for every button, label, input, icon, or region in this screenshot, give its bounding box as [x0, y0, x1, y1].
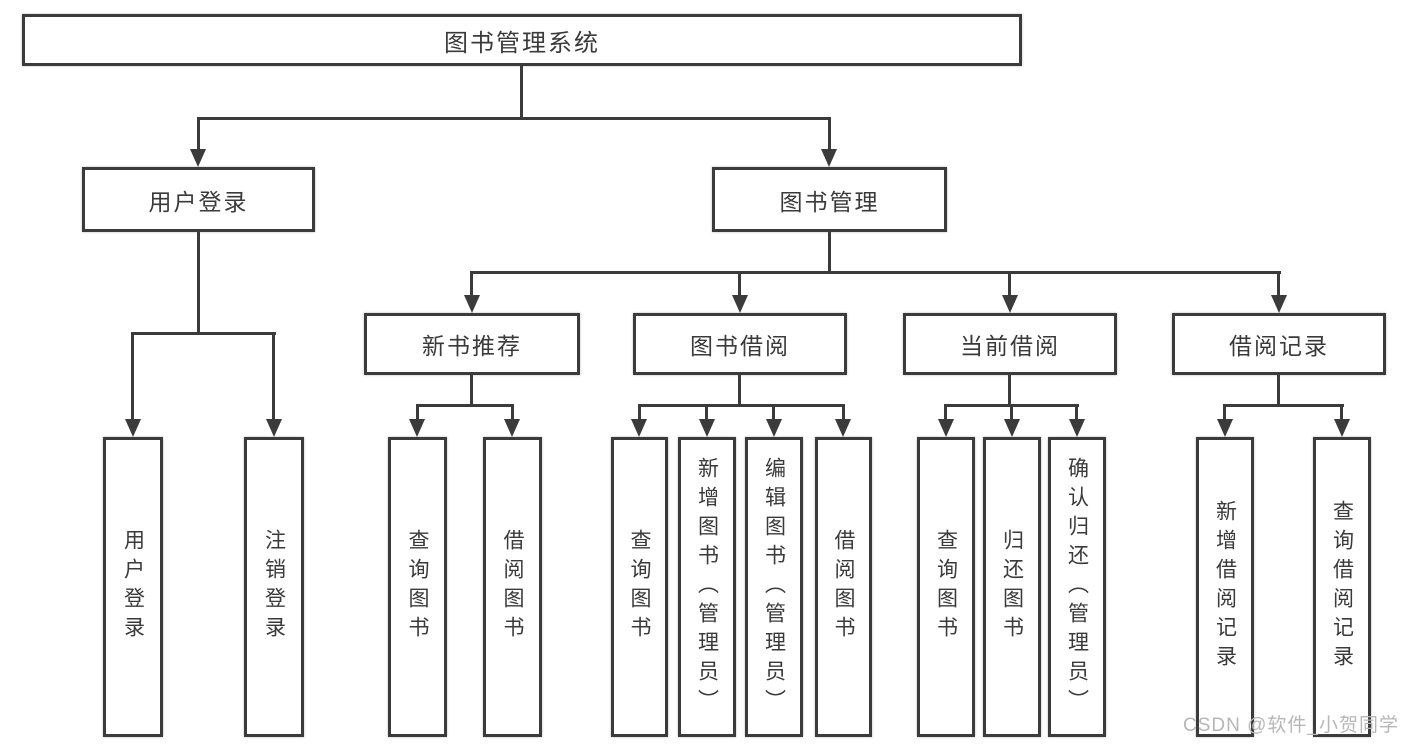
- node-label: 借阅记录: [1229, 333, 1329, 359]
- arrowhead-down-icon: [821, 149, 837, 167]
- arrowhead-down-icon: [835, 419, 851, 437]
- node-label: 当前借阅: [960, 333, 1060, 359]
- connector: [416, 404, 514, 407]
- node-label: 用户登录: [148, 188, 249, 215]
- connector: [520, 66, 523, 119]
- connector: [470, 271, 1281, 274]
- connector: [638, 404, 641, 422]
- connector: [1340, 404, 1343, 422]
- node-book-management: 图书管理: [712, 167, 947, 232]
- arrowhead-down-icon: [464, 295, 480, 313]
- connector: [511, 404, 514, 422]
- node-label: 借阅图书: [501, 529, 524, 645]
- node-user-login: 用户登录: [82, 167, 315, 232]
- connector: [1008, 375, 1011, 407]
- connector: [272, 332, 275, 422]
- node-label: 图书管理系统: [444, 29, 600, 57]
- arrowhead-down-icon: [1004, 419, 1020, 437]
- arrowhead-down-icon: [1069, 419, 1085, 437]
- node-new-book-recommendation: 新书推荐: [364, 313, 580, 375]
- leaf-user-login: 用户登录: [103, 437, 163, 737]
- leaf-confirm-return-admin: 确认归还（管理员）: [1048, 437, 1106, 737]
- connector: [738, 375, 741, 407]
- connector: [944, 404, 947, 422]
- node-label: 新书推荐: [422, 333, 522, 359]
- connector: [416, 404, 419, 422]
- connector: [197, 117, 200, 153]
- connector: [1008, 271, 1011, 298]
- arrowhead-down-icon: [190, 149, 206, 167]
- connector: [1223, 404, 1226, 422]
- node-label: 图书借阅: [690, 333, 790, 359]
- connector: [197, 117, 831, 120]
- connector: [131, 332, 276, 335]
- node-label: 编辑图书（管理员）: [762, 456, 786, 718]
- leaf-borrow-books: 借阅图书: [815, 437, 872, 737]
- node-label: 确认归还（管理员）: [1065, 456, 1089, 718]
- node-book-borrowing: 图书借阅: [633, 313, 847, 375]
- leaf-query-borrow-record: 查询借阅记录: [1313, 437, 1371, 737]
- node-label: 归还图书: [1000, 529, 1024, 645]
- node-label: 查询借阅记录: [1330, 500, 1354, 674]
- node-label: 用户登录: [121, 529, 145, 645]
- arrowhead-down-icon: [1002, 295, 1018, 313]
- connector: [828, 117, 831, 153]
- arrowhead-down-icon: [1217, 419, 1233, 437]
- connector: [705, 404, 708, 422]
- node-label: 查询图书: [934, 529, 958, 645]
- arrowhead-down-icon: [266, 419, 282, 437]
- connector: [1277, 375, 1280, 407]
- node-library-management-system: 图书管理系统: [22, 14, 1022, 66]
- connector: [1075, 404, 1078, 422]
- csdn-watermark: CSDN @软件_小贺同学: [1183, 715, 1399, 736]
- leaf-return-books: 归还图书: [983, 437, 1041, 737]
- arrowhead-down-icon: [766, 419, 782, 437]
- leaf-edit-books-admin: 编辑图书（管理员）: [745, 437, 803, 737]
- node-label: 查询图书: [628, 529, 651, 645]
- arrowhead-down-icon: [125, 419, 141, 437]
- node-label: 注销登录: [262, 529, 286, 645]
- connector: [1277, 271, 1280, 298]
- leaf-logout: 注销登录: [244, 437, 304, 737]
- arrowhead-down-icon: [699, 419, 715, 437]
- node-label: 查询图书: [406, 529, 429, 645]
- connector: [197, 232, 200, 335]
- leaf-borrow-books: 借阅图书: [483, 437, 542, 737]
- node-label: 借阅图书: [832, 529, 855, 645]
- node-label: 新增借阅记录: [1213, 500, 1237, 674]
- node-current-borrowing: 当前借阅: [903, 313, 1117, 375]
- node-label: 新增图书（管理员）: [695, 456, 719, 718]
- connector: [470, 375, 473, 407]
- connector: [772, 404, 775, 422]
- leaf-add-books-admin: 新增图书（管理员）: [678, 437, 736, 737]
- leaf-query-books: 查询图书: [917, 437, 975, 737]
- connector: [828, 232, 831, 274]
- connector: [842, 404, 845, 422]
- connector: [1223, 404, 1344, 407]
- connector: [1010, 404, 1013, 422]
- arrowhead-down-icon: [1271, 295, 1287, 313]
- connector: [638, 404, 845, 407]
- arrowhead-down-icon: [409, 419, 425, 437]
- leaf-query-books: 查询图书: [388, 437, 447, 737]
- arrowhead-down-icon: [732, 295, 748, 313]
- connector: [131, 332, 134, 422]
- connector: [470, 271, 473, 298]
- arrowhead-down-icon: [504, 419, 520, 437]
- arrowhead-down-icon: [938, 419, 954, 437]
- node-borrowing-records: 借阅记录: [1172, 313, 1386, 375]
- node-label: 图书管理: [779, 188, 880, 215]
- arrowhead-down-icon: [631, 419, 647, 437]
- leaf-query-books: 查询图书: [611, 437, 668, 737]
- arrowhead-down-icon: [1334, 419, 1350, 437]
- connector: [738, 271, 741, 298]
- leaf-add-borrow-record: 新增借阅记录: [1196, 437, 1254, 737]
